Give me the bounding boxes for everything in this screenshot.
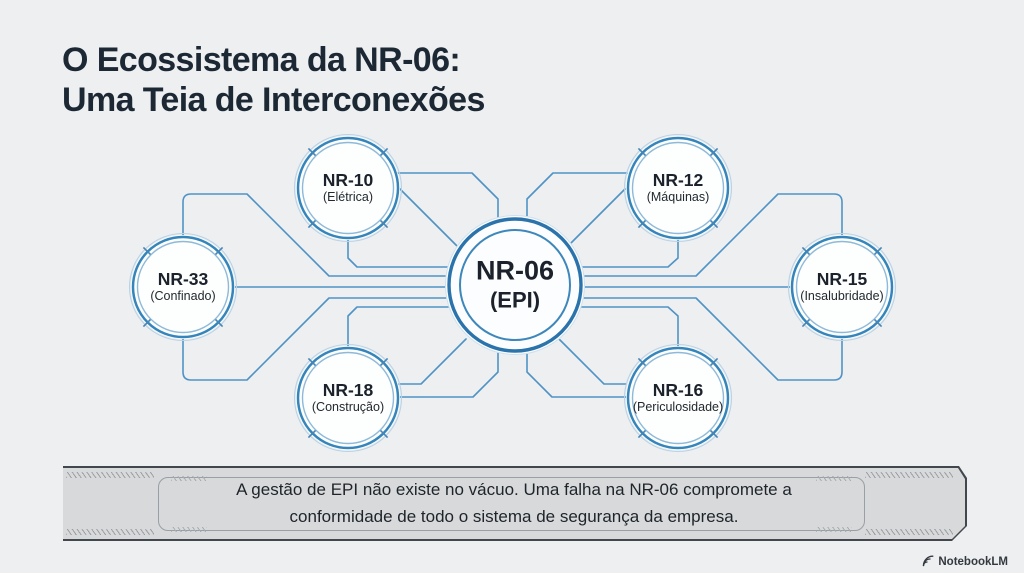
hatch-top-left-decoration xyxy=(66,472,154,478)
node-ring-nr15 xyxy=(787,232,897,342)
notebooklm-logo-icon xyxy=(923,555,934,567)
connection-lines xyxy=(182,172,843,398)
hatch-frame-top-right xyxy=(816,476,852,481)
callout-text: A gestão de EPI não existe no vácuo. Uma… xyxy=(63,468,965,539)
callout-frame xyxy=(158,477,865,531)
notebooklm-watermark-label: NotebookLM xyxy=(938,555,1008,568)
hatch-bottom-right-decoration xyxy=(865,529,953,535)
node-ring-nr33 xyxy=(128,232,238,342)
callout-box-inner: A gestão de EPI não existe no vácuo. Uma… xyxy=(63,468,965,539)
hatch-frame-bottom-left xyxy=(171,527,207,532)
node-ring-nr12 xyxy=(623,133,733,243)
node-ring-nr16 xyxy=(623,343,733,453)
hatch-frame-bottom-right xyxy=(816,527,852,532)
page-title-line1: O Ecossistema da NR-06: xyxy=(62,41,461,79)
page-title-line2: Uma Teia de Interconexões xyxy=(62,81,485,120)
node-ring-nr18 xyxy=(293,343,403,453)
hatch-frame-top-left xyxy=(171,476,207,481)
node-ring-nr10 xyxy=(293,133,403,243)
notebooklm-watermark: NotebookLM xyxy=(921,555,1008,568)
callout-text-line2: conformidade de todo o sistema de segura… xyxy=(289,506,739,526)
hatch-bottom-left-decoration xyxy=(66,529,154,535)
callout-box: A gestão de EPI não existe no vácuo. Uma… xyxy=(63,466,967,541)
callout-text-line1: A gestão de EPI não existe no vácuo. Uma… xyxy=(236,480,792,500)
page-title: O Ecossistema da NR-06: Uma Teia de Inte… xyxy=(62,40,485,120)
center-node-ring xyxy=(445,215,585,355)
hatch-top-right-decoration xyxy=(865,472,953,478)
